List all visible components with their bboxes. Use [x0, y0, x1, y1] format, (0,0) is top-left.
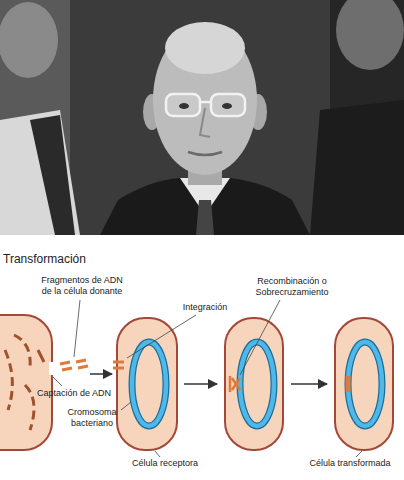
process-label: Captación de ADN: [37, 388, 111, 399]
process-label: Recombinación o Sobrecruzamiento: [249, 276, 335, 298]
transformation-illustration: [0, 300, 393, 457]
diagram-title: Transformación: [3, 252, 86, 266]
part-label: Fragmentos de ADN de la célula donante: [36, 275, 128, 297]
part-label: Célula receptora: [132, 458, 198, 469]
process-label: Integración: [183, 302, 228, 313]
part-label: Célula transformada: [309, 458, 390, 469]
part-label: Cromosoma bacteriano: [62, 407, 122, 429]
portrait-photo: [0, 0, 404, 235]
